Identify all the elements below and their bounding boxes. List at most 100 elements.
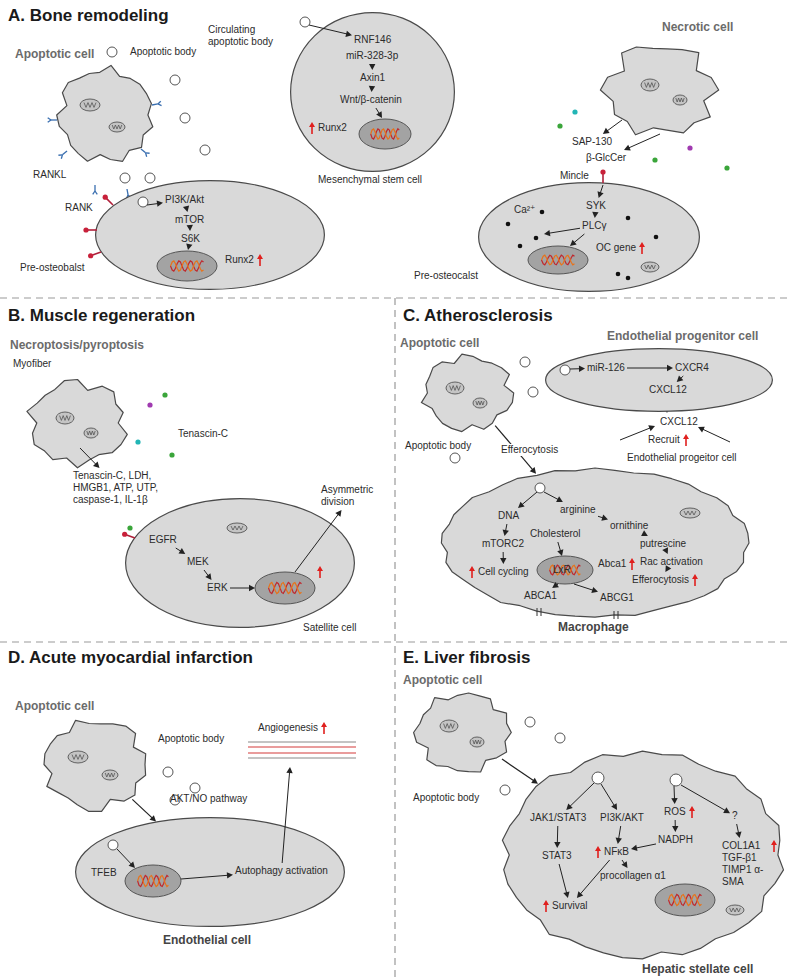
apoptotic-body (500, 785, 510, 795)
organelle-fold (645, 83, 656, 88)
increase-arrow (471, 570, 473, 578)
apoptotic-cell: Apoptotic cell (420, 353, 515, 433)
organelle-fold (444, 724, 455, 729)
arrow-line (675, 820, 676, 827)
arrow-line (674, 786, 676, 799)
organelle (641, 262, 659, 272)
increase-arrow-head (469, 566, 475, 571)
cell-membrane (414, 693, 512, 772)
cell-membrane (44, 720, 146, 811)
node-text: AKT/NO pathway (170, 793, 247, 805)
arrow-line (132, 799, 152, 818)
damp-molecule (652, 157, 657, 162)
arrow-head (186, 243, 192, 250)
arrow-line (80, 448, 96, 464)
node-text: Autophagy activation (235, 865, 328, 877)
organelle (726, 905, 744, 915)
node-text: EGFR (149, 534, 177, 546)
panel-band: B. Muscle regenerationNecroptosis/pyropt… (0, 298, 395, 642)
organelle (109, 122, 125, 132)
dna-strand (171, 261, 204, 271)
node-text: Rac activation (640, 556, 703, 568)
arrow-head (183, 205, 189, 212)
organelle-fold (60, 416, 71, 421)
increase-arrow-head (771, 840, 777, 845)
arrow-line (607, 120, 622, 131)
organelle-fold (231, 526, 243, 530)
dna-strand (269, 583, 302, 594)
arrow-head (611, 803, 617, 810)
ligand (152, 104, 158, 105)
arrow-head (677, 376, 684, 382)
arrow-line (522, 492, 537, 505)
apoptotic-cell: Apoptotic cell (40, 717, 150, 812)
receptor (93, 252, 101, 255)
increase-arrow (685, 438, 687, 446)
cell-membrane (57, 65, 153, 161)
arrow-head (227, 872, 233, 878)
arrow-head (554, 842, 560, 848)
cell-outline: Circulating apoptotic bodyRNF146miR-328-… (290, 12, 455, 172)
organelle-fold (450, 386, 461, 391)
node-text: OC gene (596, 242, 636, 254)
transporter (618, 611, 619, 619)
organelle (673, 95, 687, 105)
cell-outline: EGFRMEKERKAsymmetric divisionSatellite c… (125, 498, 355, 628)
node-text: Wnt/β-catenin (340, 94, 402, 106)
organelle (680, 508, 700, 518)
panel-band: E. Liver fibrosisApoptotic cellJAK1/STAT… (395, 642, 791, 980)
apoptotic-body (190, 783, 200, 793)
node-text: RNF146 (354, 34, 391, 46)
arrow-line (295, 514, 339, 572)
node-text: ornithine (610, 520, 648, 532)
cell-drawing (125, 498, 355, 628)
organelle (641, 79, 659, 91)
arrow-head (579, 366, 585, 372)
ion-dot (534, 236, 539, 241)
arrow-line (600, 185, 603, 193)
node-text: COL1A1 TGF-β1 TIMP1 α-SMA (722, 840, 768, 888)
organelle (68, 751, 88, 763)
node-text: Ca²⁺ (514, 204, 535, 216)
arrow-line (282, 772, 289, 863)
organelle-fold (476, 401, 484, 405)
apoptotic-body (670, 774, 682, 786)
apoptotic-body (535, 483, 545, 493)
connector-label: Efferocytosis (499, 444, 560, 456)
free-label: Tenascin-C (178, 428, 228, 440)
node-text: RANK (65, 202, 93, 214)
apoptotic-cell: Apoptotic cell (413, 690, 513, 775)
free-label: Apoptotic body (405, 440, 471, 452)
organelle-fold (105, 773, 115, 777)
arrow-head (723, 807, 730, 813)
node-text: Circulating apoptotic body (208, 24, 286, 48)
arrow-head (592, 212, 598, 218)
node-text: Cholesterol (530, 528, 581, 540)
apoptotic-body (163, 767, 173, 777)
node-text: A. Bone remodeling (8, 6, 169, 26)
cell-drawing (413, 690, 513, 775)
increase-arrow-head (595, 846, 601, 851)
nucleus (255, 572, 315, 604)
ligand (141, 149, 146, 153)
arrow-head (616, 838, 622, 844)
cell-membrane (502, 751, 783, 959)
organelle (56, 412, 74, 424)
arrow-head (631, 845, 638, 851)
node-text: Asymmetric division (321, 484, 383, 508)
increase-arrow-head (683, 434, 689, 439)
connector (502, 759, 538, 784)
arrow-head (187, 225, 193, 231)
arrow-line (619, 826, 621, 839)
node-text: Axin1 (360, 72, 385, 84)
cell-drawing (0, 642, 395, 980)
dna-strand (171, 261, 204, 271)
receptor-head (88, 253, 93, 258)
apoptotic-body (120, 173, 130, 183)
dna-strand (669, 895, 702, 906)
arrow-line (627, 368, 668, 369)
cell-outline: MincleSYKPLCγCa²⁺OC genePre-osteocalst (478, 182, 700, 292)
nucleus (157, 251, 217, 281)
arrow-line (309, 25, 347, 34)
